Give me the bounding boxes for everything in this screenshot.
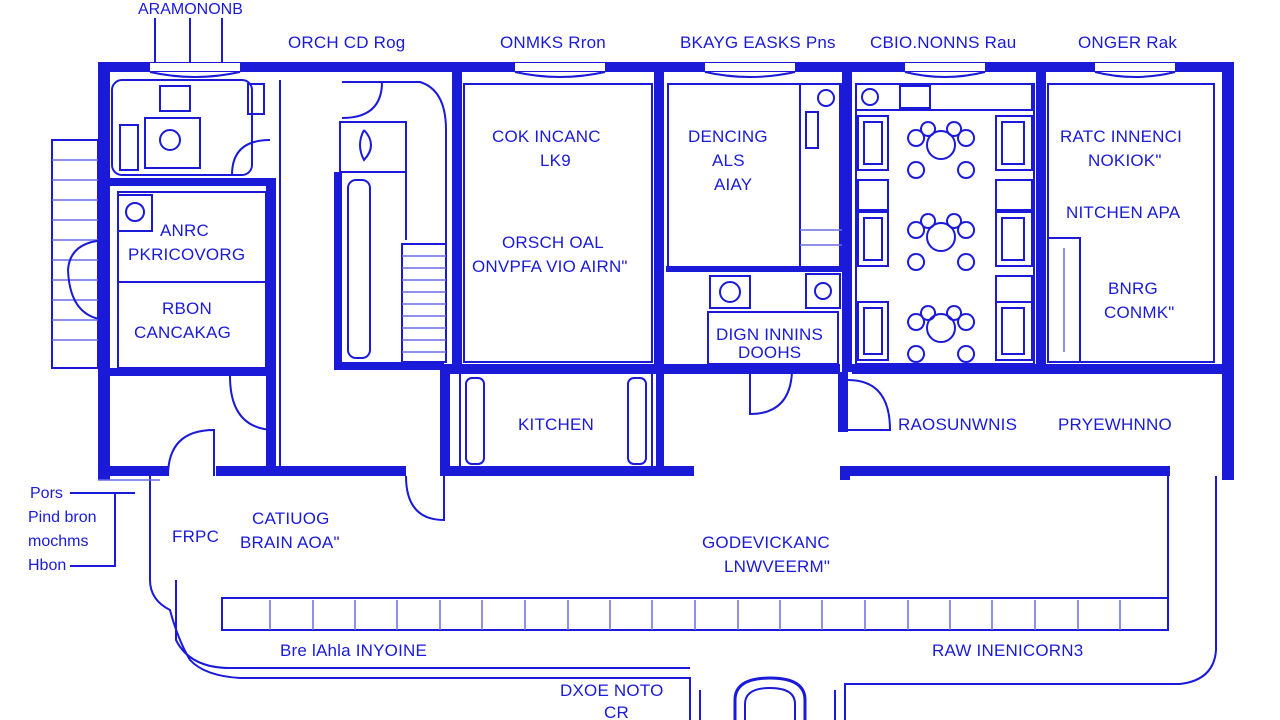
top-label-4: BKAYG EASKS Pns bbox=[680, 33, 836, 52]
room-ratc-label: RATC INNENCI bbox=[1060, 127, 1182, 146]
legend-line-2: Pind bron bbox=[28, 509, 97, 526]
entry-sublabel: CR bbox=[604, 703, 629, 720]
room-prywinno-label: PRYEWHNNO bbox=[1058, 415, 1172, 434]
room-gode-label: GODEVICKANC bbox=[702, 533, 830, 552]
outer-walls bbox=[98, 62, 1234, 480]
room-dign-sublabel: DOOHS bbox=[738, 343, 801, 362]
room-dign-label: DIGN INNINS bbox=[716, 325, 823, 344]
room-anrc-label: ANRC bbox=[160, 221, 209, 240]
room-catiuog-label: CATIUOG bbox=[252, 509, 330, 528]
room-nitchen-apa-label: NITCHEN APA bbox=[1066, 203, 1181, 222]
room-gode-sublabel: LNWVEERM" bbox=[724, 557, 830, 576]
room-rbon-label: RBON bbox=[162, 299, 212, 318]
room-raw-corns-label: RAW INENICORN3 bbox=[932, 641, 1083, 660]
room-ratc-sublabel: NOKIOK" bbox=[1088, 151, 1162, 170]
room-raosunnis-label: RAOSUNWNIS bbox=[898, 415, 1017, 434]
dining-tables bbox=[907, 121, 975, 363]
room-labels: ANRC PKRICOVORG RBON CANCAKAG COK INCANC… bbox=[128, 127, 1182, 720]
top-label-5: CBIO.NONNS Rau bbox=[870, 33, 1016, 52]
room-kitchen-label: KITCHEN bbox=[518, 415, 594, 434]
side-legend: Pors Pind bron mochms Hbon bbox=[28, 485, 97, 574]
room-bnrg-sublabel: CONMK" bbox=[1104, 303, 1175, 322]
top-label-3: ONMKS Rron bbox=[500, 33, 606, 52]
room-bnrg-label: BNRG bbox=[1108, 279, 1158, 298]
room-orsch-sublabel: ONVPFA VIO AIRN" bbox=[472, 257, 628, 276]
top-label-6: ONGER Rak bbox=[1078, 33, 1177, 52]
top-label-2: ORCH CD Rog bbox=[288, 33, 405, 52]
room-catiuog-sublabel: BRAIN AOA" bbox=[240, 533, 340, 552]
top-labels: ARAMONONB ORCH CD Rog ONMKS Rron BKAYG E… bbox=[138, 1, 1177, 52]
legend-line-4: Hbon bbox=[28, 557, 66, 574]
legend-line-3: mochms bbox=[28, 533, 88, 550]
room-rbon-sublabel: CANCAKAG bbox=[134, 323, 231, 342]
room-anrc-sublabel: PKRICOVORG bbox=[128, 245, 245, 264]
room-dencing-sublabel-1: ALS bbox=[712, 151, 745, 170]
top-label-1: ARAMONONB bbox=[138, 1, 243, 18]
room-bre-hall-label: Bre lAhla INYOINE bbox=[280, 641, 427, 660]
room-dencing-sublabel-2: AIAY bbox=[714, 175, 752, 194]
room-cok-sublabel: LK9 bbox=[540, 151, 571, 170]
thin-details bbox=[51, 18, 1217, 720]
entry-label: DXOE NOTO bbox=[560, 681, 664, 700]
room-frpc-label: FRPC bbox=[172, 527, 219, 546]
room-dencing-label: DENCING bbox=[688, 127, 768, 146]
room-cok-label: COK INCANC bbox=[492, 127, 601, 146]
room-orsch-label: ORSCH OAL bbox=[502, 233, 604, 252]
legend-line-1: Pors bbox=[30, 485, 63, 502]
